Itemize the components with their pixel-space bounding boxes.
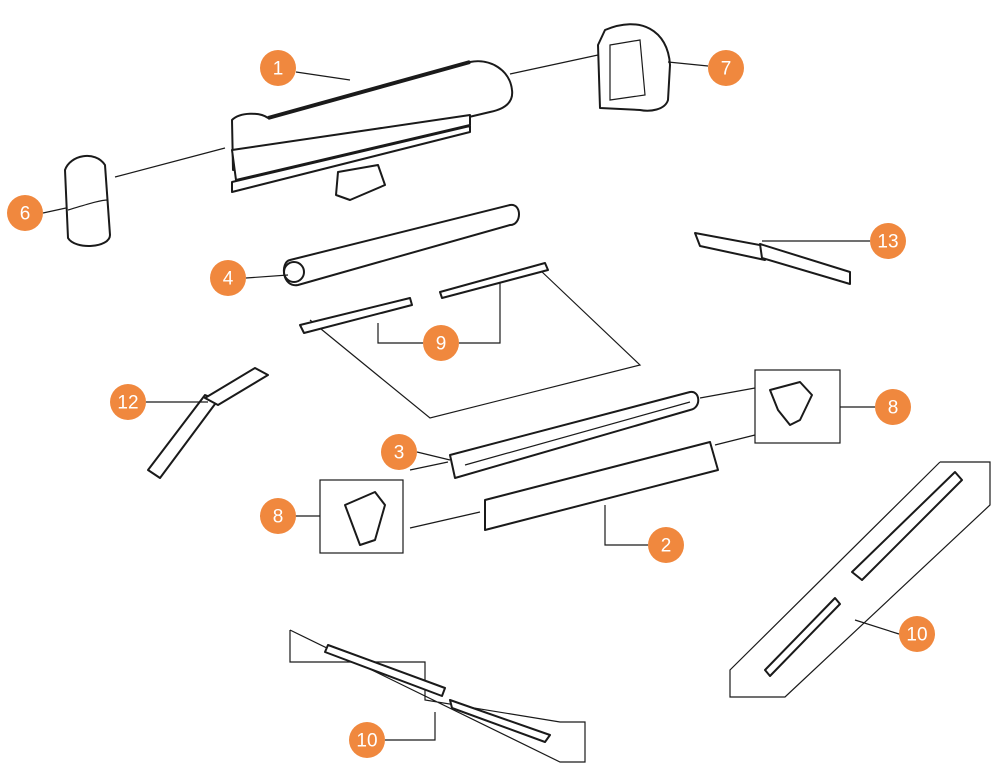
guide-lines: [114, 54, 756, 529]
callout-number: 1: [273, 59, 284, 80]
callouts: 1 7 6 13 4 9 12 8 3 8 2 10 10: [7, 50, 935, 758]
callout-number: 3: [394, 443, 405, 464]
callout-support-leg-bottom: 10: [349, 722, 385, 758]
leader-lines: [42, 61, 900, 741]
callout-arm-13: 13: [870, 223, 906, 259]
callout-number: 10: [356, 731, 377, 752]
end-cap-left: [64, 155, 111, 247]
callout-end-cap-left: 6: [7, 195, 43, 231]
callout-circle: [875, 389, 911, 425]
callout-circle: [423, 325, 459, 361]
arm-12: [147, 367, 269, 479]
callout-number: 7: [721, 59, 732, 80]
callout-number: 4: [223, 269, 234, 290]
bracket-left: [319, 479, 404, 554]
lead-rail: [449, 390, 700, 479]
callout-number: 12: [117, 393, 138, 414]
callout-circle: [260, 50, 296, 86]
roller-tube: [282, 203, 520, 287]
valance-rail: [484, 441, 719, 531]
callout-valance-rail: 2: [648, 527, 684, 563]
callout-number: 2: [661, 536, 672, 557]
callout-arm-12: 12: [110, 384, 146, 420]
callout-circle: [210, 260, 246, 296]
callout-number: 8: [888, 398, 899, 419]
callout-number: 8: [273, 507, 284, 528]
callout-bracket-left: 8: [260, 498, 296, 534]
callout-number: 9: [436, 334, 447, 355]
cassette-cover: [231, 60, 514, 201]
callout-circle: [870, 223, 906, 259]
arm-13: [694, 232, 851, 285]
callout-number: 6: [20, 204, 31, 225]
callout-number: 13: [877, 232, 898, 253]
callout-circle: [260, 498, 296, 534]
callout-circle: [110, 384, 146, 420]
callout-spring-axles: 9: [423, 325, 459, 361]
callout-number: 10: [906, 625, 927, 646]
callout-circle: [349, 722, 385, 758]
spring-axles: [299, 262, 549, 334]
callout-lead-rail: 3: [381, 434, 417, 470]
callout-circle: [648, 527, 684, 563]
callout-circle: [7, 195, 43, 231]
callout-roller-tube: 4: [210, 260, 246, 296]
callout-circle: [708, 50, 744, 86]
callout-circle: [381, 434, 417, 470]
callout-support-leg-right: 10: [899, 616, 935, 652]
bracket-right: [754, 369, 841, 444]
callout-end-cap-right: 7: [708, 50, 744, 86]
support-leg-bottom: [289, 629, 586, 763]
callout-circle: [899, 616, 935, 652]
support-leg-right: [729, 461, 991, 698]
callout-bracket-right: 8: [875, 389, 911, 425]
end-cap-right: [597, 23, 671, 112]
callout-cassette-cover: 1: [260, 50, 296, 86]
